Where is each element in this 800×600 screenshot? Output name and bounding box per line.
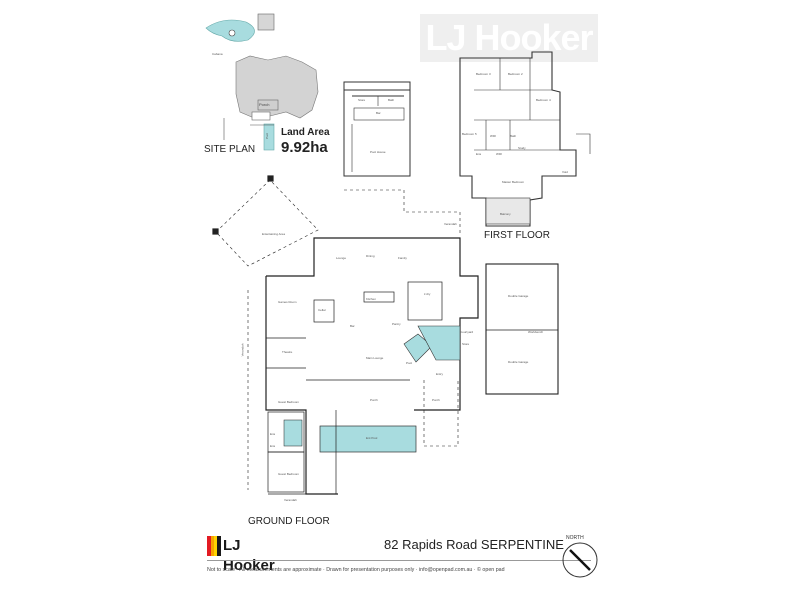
label-family: Family bbox=[398, 256, 407, 260]
label-theatre: Theatre bbox=[282, 350, 293, 354]
label-verandah-1: Verandah bbox=[444, 222, 457, 226]
label-bar-gf: Bar bbox=[350, 324, 355, 328]
label-ens-2: Ens bbox=[270, 444, 276, 448]
label-verandah-3: Verandah bbox=[240, 343, 245, 357]
label-balcony: Balcony bbox=[500, 212, 511, 216]
label-ent-pool: Ent Pool bbox=[366, 436, 378, 440]
label-courtyard: Courtyard bbox=[460, 330, 474, 334]
label-pool-house: Pool House bbox=[370, 150, 386, 154]
compass-icon bbox=[562, 542, 598, 578]
label-laundry: L'dry bbox=[424, 292, 431, 296]
label-ens: Ens bbox=[476, 152, 482, 156]
label-store-gf: Store bbox=[462, 342, 470, 346]
first-floor-title: FIRST FLOOR bbox=[484, 230, 550, 241]
label-ens-1: Ens bbox=[270, 432, 276, 436]
label-verandah-2: Verandah bbox=[284, 498, 297, 502]
label-porch-2: Porch bbox=[432, 398, 440, 402]
label-kitchen: Kitchen bbox=[366, 297, 377, 301]
label-games-room: Games Room bbox=[278, 300, 297, 304]
label-double-garage-1: Double Garage bbox=[508, 294, 529, 298]
label-double-garage-2: Double Garage bbox=[508, 360, 529, 364]
first-floor bbox=[459, 51, 591, 227]
brand-logo: LJ Hooker bbox=[207, 536, 281, 574]
label-wir: WIR bbox=[490, 134, 496, 138]
brand-watermark: LJ Hooker bbox=[420, 14, 598, 62]
label-guest-bedroom-2: Guest Bedroom bbox=[278, 472, 300, 476]
brand-watermark-text: LJ Hooker bbox=[425, 17, 593, 58]
label-bedroom-3: Bedroom 3 bbox=[476, 72, 491, 76]
label-bath: Bath bbox=[388, 98, 395, 102]
label-lounge: Lounge bbox=[336, 256, 347, 260]
pool-house bbox=[343, 81, 411, 177]
north-label: NORTH bbox=[566, 535, 584, 541]
label-bedroom-4: Bedroom 4 bbox=[536, 98, 551, 102]
label-wir-2: WIR bbox=[496, 152, 502, 156]
label-store: Store bbox=[358, 98, 366, 102]
label-pool-gf: Pool bbox=[406, 361, 413, 365]
label-bedroom-5: Bedroom 5 bbox=[462, 132, 477, 136]
label-pantry: Pantry bbox=[392, 322, 401, 326]
divider bbox=[207, 560, 591, 561]
ground-floor bbox=[212, 175, 559, 495]
label-cellar: Cellar bbox=[318, 308, 326, 312]
label-bath-ff: Bath bbox=[510, 134, 517, 138]
label-workbench: Workbench bbox=[528, 330, 544, 334]
site-plan-title: SITE PLAN bbox=[204, 144, 256, 155]
label-bedroom-2: Bedroom 2 bbox=[508, 72, 523, 76]
brand-logo-text: LJ Hooker bbox=[223, 537, 275, 574]
brand-flag-icon bbox=[207, 536, 221, 556]
label-pool: Pool bbox=[265, 132, 270, 140]
label-study: Study bbox=[518, 146, 526, 150]
label-porch-1: Porch bbox=[370, 398, 378, 402]
label-bar: Bar bbox=[376, 111, 381, 115]
label-entertaining-area: Entertaining Area bbox=[262, 232, 286, 236]
footer-disclaimer: Not to scale · All measurements are appr… bbox=[207, 567, 505, 573]
label-cabana: Cabana bbox=[212, 52, 223, 56]
label-guest-bedroom-1: Guest Bedroom bbox=[278, 400, 300, 404]
label-void: Void bbox=[562, 170, 568, 174]
label-porch: Porch bbox=[259, 102, 270, 107]
label-master-bedroom: Master Bedroom bbox=[502, 180, 525, 184]
land-area-value: 9.92ha bbox=[281, 139, 328, 156]
property-address: 82 Rapids Road SERPENTINE bbox=[384, 537, 564, 552]
label-entry: Entry bbox=[436, 372, 444, 376]
site-plan bbox=[205, 13, 319, 151]
ground-floor-title: GROUND FLOOR bbox=[248, 516, 330, 527]
label-dining: Dining bbox=[366, 254, 375, 258]
label-main-lounge: Main Lounge bbox=[366, 356, 384, 360]
land-area-label: Land Area bbox=[281, 127, 330, 138]
